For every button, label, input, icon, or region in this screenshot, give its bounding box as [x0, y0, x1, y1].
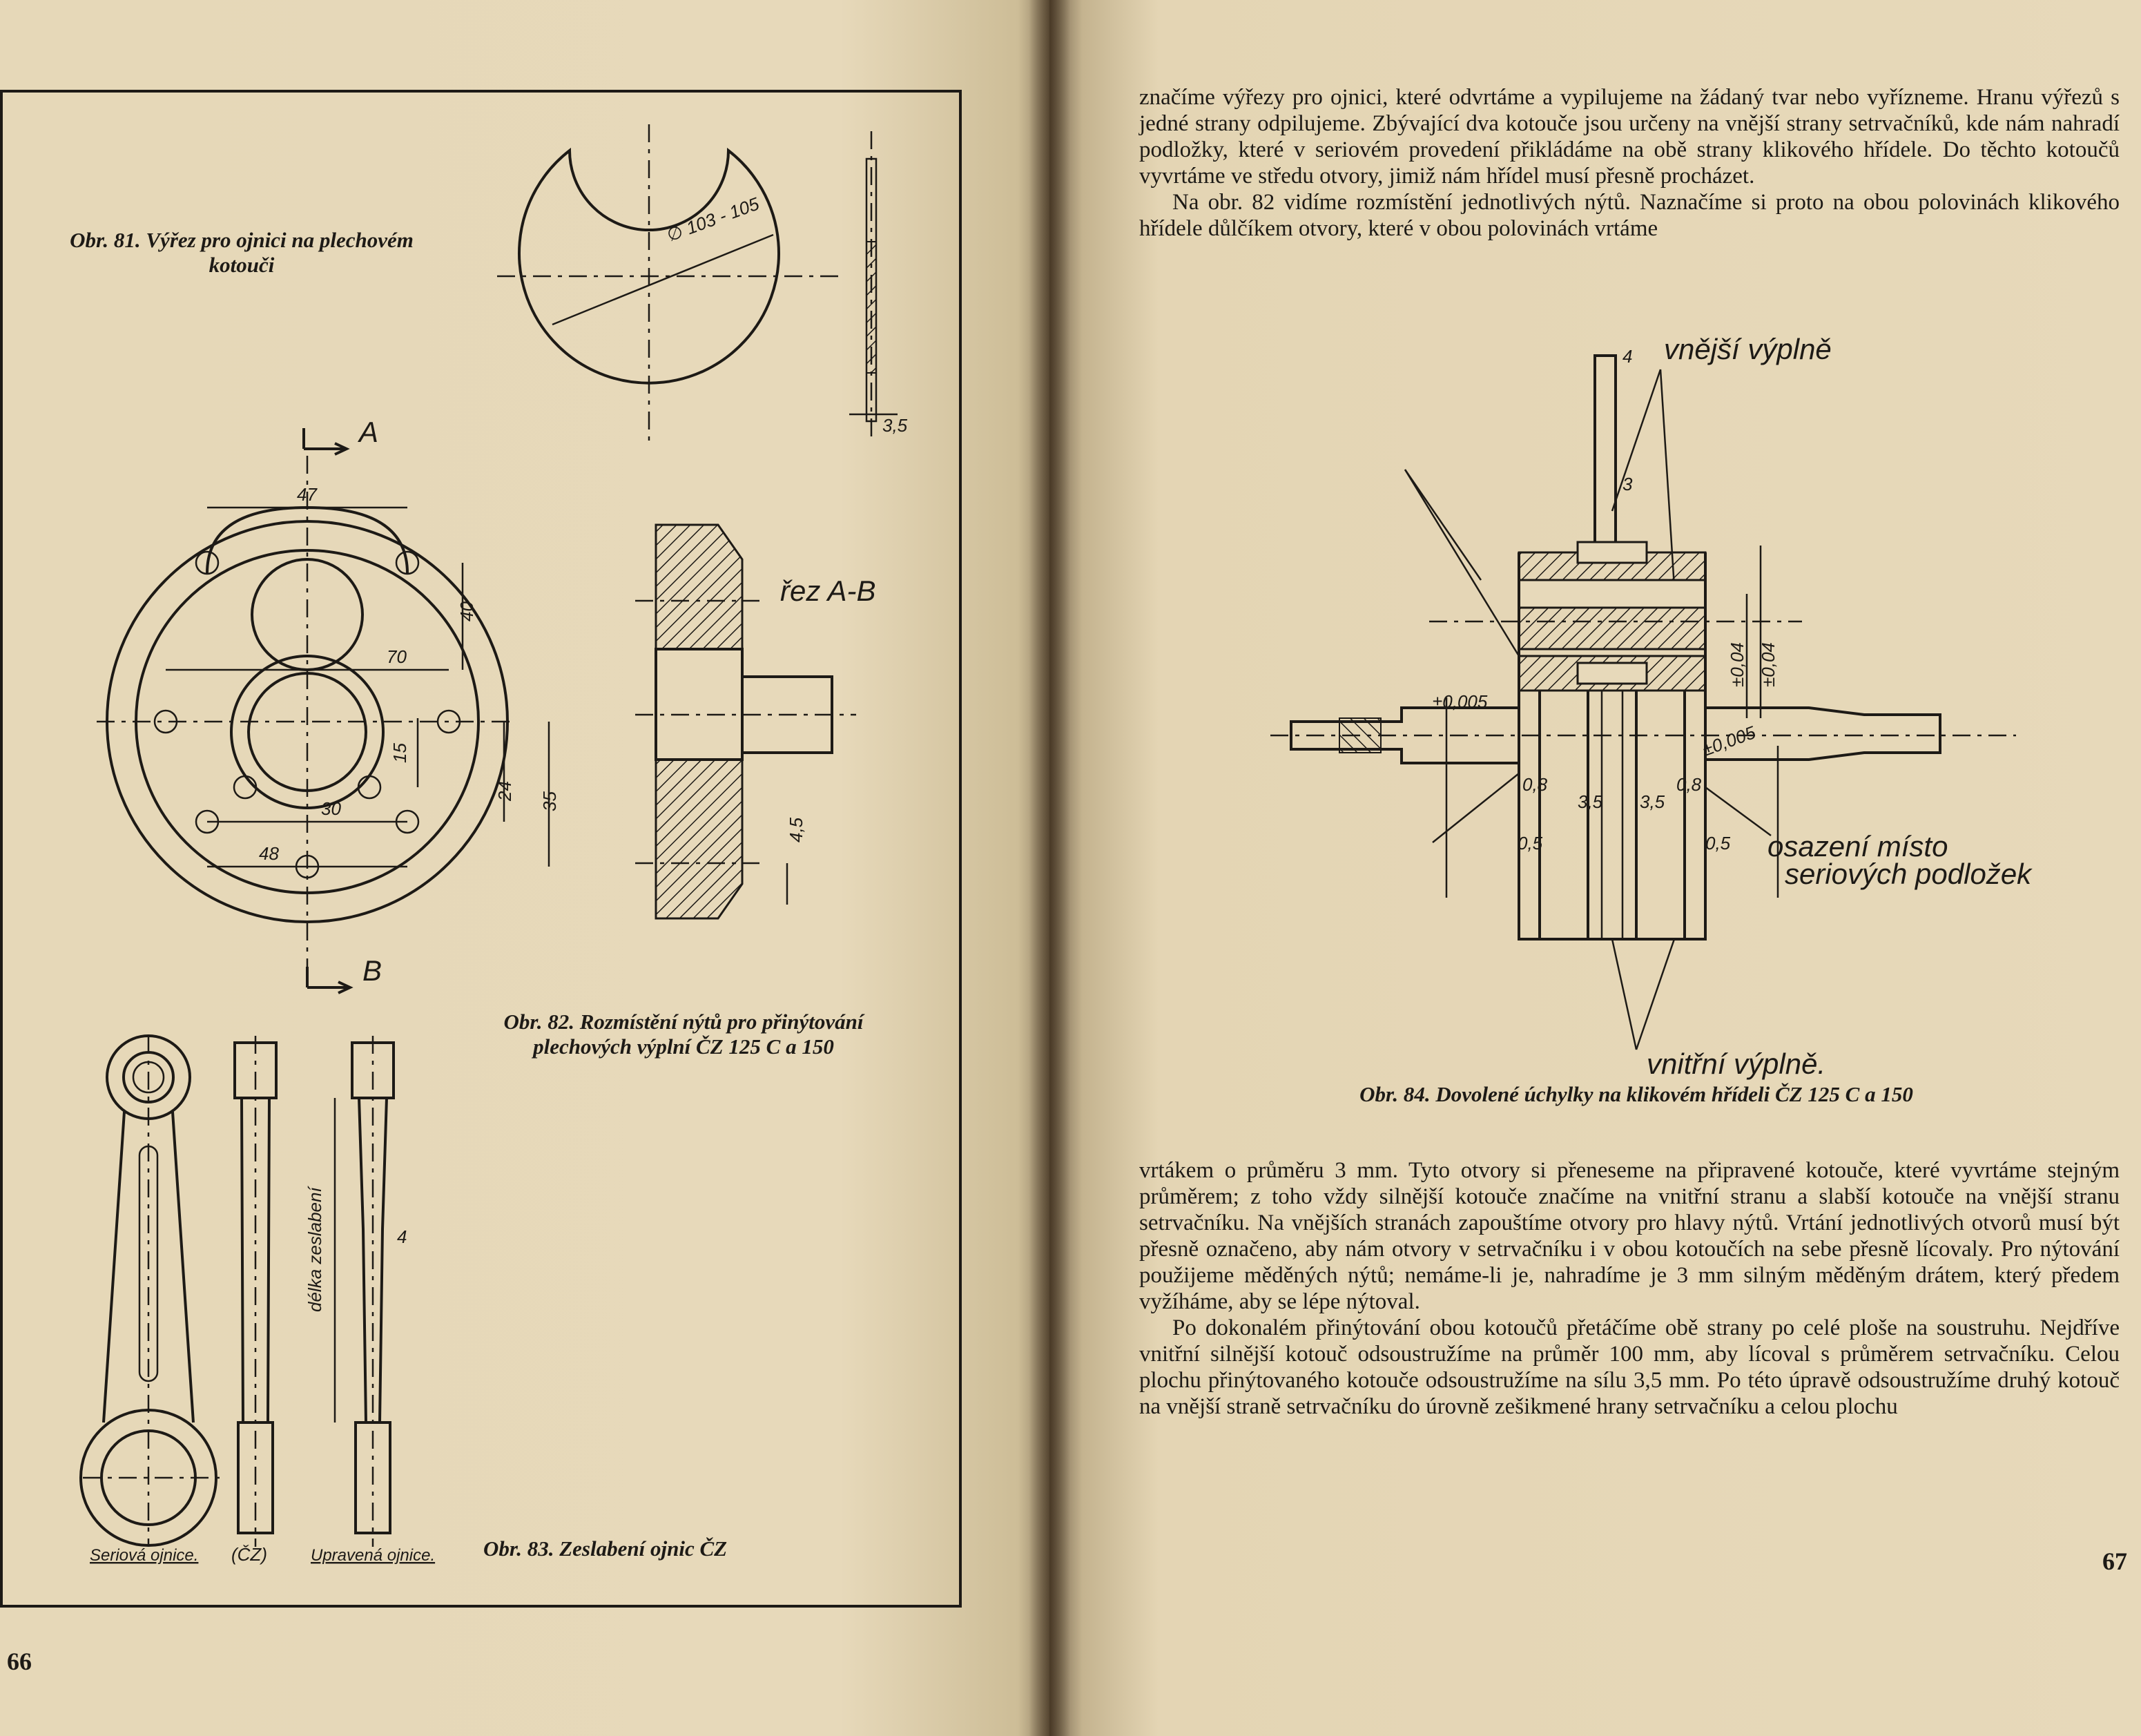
fig83-dim-small: 4: [397, 1226, 407, 1247]
fig84-dim-4: 4: [1622, 346, 1632, 367]
fig82-caption: Obr. 82. Rozmístění nýtů pro přinýtování…: [503, 1010, 864, 1059]
fig84-dim-004-b: ±0,04: [1758, 642, 1779, 687]
fig82-section-view: řez A-B 4,5: [635, 523, 875, 920]
fig82-dim-40: 40: [456, 601, 477, 621]
fig83-caption: Obr. 83. Zeslabení ojnic ČZ: [483, 1536, 728, 1561]
text-block-bottom: vrtákem o průměru 3 mm. Tyto otvory si p…: [1139, 1157, 2120, 1420]
fig84-dim-08-left: 0,8: [1522, 774, 1548, 795]
fig81-drawing: ∅ 103 - 105 3,5: [497, 124, 908, 442]
fig81-dim-thickness: 3,5: [882, 415, 908, 436]
fig82-dim-24: 24: [494, 781, 515, 802]
figure-plate: [0, 90, 962, 1608]
fig82-dim-15: 15: [389, 743, 410, 763]
page-number-right: 67: [2102, 1547, 2127, 1575]
right-page: [1049, 0, 2141, 1736]
fig84-dim-05-right: 0,5: [1705, 833, 1731, 853]
fig82-front-view: A 47 40 70 15 24 35 30 48 B: [97, 416, 560, 994]
fig84-dim-3: 3: [1622, 474, 1633, 494]
fig84-dim-35-left: 3,5: [1578, 791, 1603, 812]
fig82-marker-b: B: [362, 954, 382, 987]
paragraph-4: Po dokonalém přinýtování obou kotoučů př…: [1139, 1315, 2120, 1419]
fig84-dim-004-a: ±0,04: [1727, 642, 1747, 687]
paragraph-2: Na obr. 82 vidíme rozmístění jednotlivýc…: [1139, 190, 2120, 241]
fig84-caption: Obr. 84. Dovolené úchylky na klikovém hř…: [1359, 1082, 1913, 1106]
paragraph-1: značíme výřezy pro ojnici, které odvrtám…: [1139, 85, 2120, 189]
fig84-label-seat-1: osazení místo: [1767, 830, 1948, 862]
fig82-dim-70: 70: [387, 646, 407, 667]
fig84-dim-05-left: 0,5: [1518, 833, 1543, 853]
fig84-label-seat-2: seriových podložek: [1785, 858, 2033, 890]
fig82-marker-a: A: [357, 416, 378, 448]
fig82-section-label: řez A-B: [780, 575, 875, 607]
fig82-dim-48: 48: [259, 843, 279, 864]
fig84-dim-08-right: 0,8: [1676, 774, 1702, 795]
page-number-left: 66: [7, 1648, 32, 1675]
book-gutter: [1029, 0, 1070, 1736]
fig81-dim-diameter: ∅ 103 - 105: [664, 193, 762, 245]
fig83-label-length: délka zeslabení: [304, 1186, 325, 1312]
fig84-label-outer: vnější výplně: [1664, 333, 1832, 365]
fig84-dim-005-right: ±0,005: [1700, 722, 1759, 760]
fig82-dim-4-5: 4,5: [786, 817, 806, 842]
fig82-dim-47: 47: [297, 484, 318, 505]
text-block-top: značíme výřezy pro ojnici, které odvrtám…: [1139, 84, 2120, 242]
fig84-label-inner: vnitřní výplně.: [1647, 1048, 1825, 1080]
fig82-dim-35: 35: [539, 791, 560, 811]
fig84-dim-35-right: 3,5: [1640, 791, 1665, 812]
fig83-label-serial: Seriová ojnice.: [90, 1546, 198, 1565]
fig81-caption: Obr. 81. Výřez pro ojnici na plechovém k…: [70, 228, 414, 277]
paragraph-3: vrtákem o průměru 3 mm. Tyto otvory si p…: [1139, 1158, 2120, 1314]
fig83-drawing: délka zeslabení 4 Seriová ojnice. (ČZ) U…: [79, 1034, 435, 1565]
fig83-label-cz: (ČZ): [231, 1544, 267, 1565]
fig82-dim-30: 30: [321, 798, 341, 819]
fig84-dim-005-left: ±0,005: [1433, 691, 1488, 712]
fig84-crankshaft-drawing: vnější výplně 4 3 ±0,005 ±0,005 ±0,04 ±0…: [1270, 333, 2033, 1080]
fig83-label-modified: Upravená ojnice.: [311, 1546, 435, 1565]
